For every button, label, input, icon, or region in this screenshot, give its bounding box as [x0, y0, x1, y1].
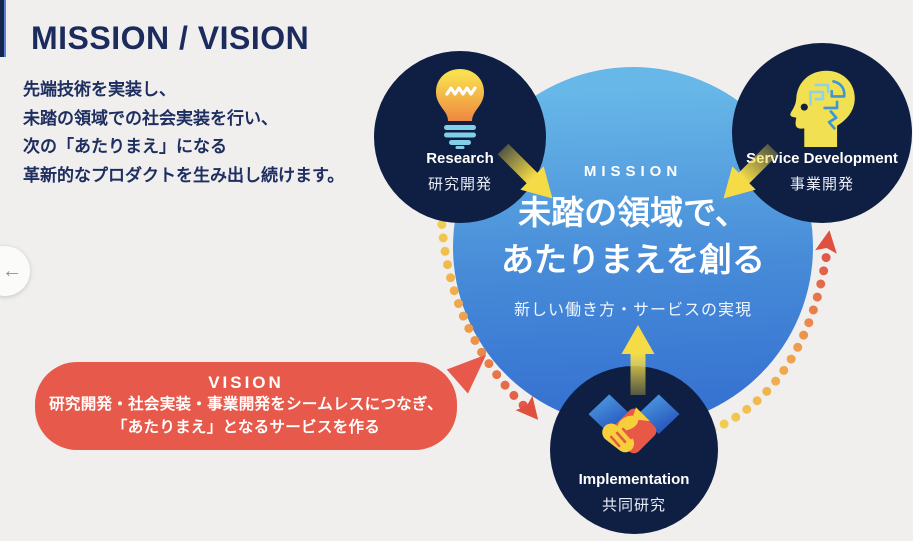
node-research-label: Research — [426, 150, 494, 167]
mission-headline-line2: あたりまえを創る — [501, 241, 765, 278]
vision-label: VISION — [208, 373, 284, 392]
node-research-sublabel: 研究開発 — [427, 176, 492, 193]
node-service-development-label: Service Development — [746, 150, 898, 167]
handshake-icon — [588, 394, 680, 454]
node-research: Research 研究開発 — [374, 51, 546, 223]
intro-line: 未踏の領域での社会実装を行い、 — [23, 108, 278, 128]
intro-text: 先端技術を実装し、 未踏の領域での社会実装を行い、 次の「あたりまえ」になる 革… — [23, 76, 344, 190]
node-implementation-label: Implementation — [578, 471, 690, 488]
node-implementation-sublabel: 共同研究 — [601, 497, 666, 514]
vision-line: 研究開発・社会実装・事業開発をシームレスにつなぎ、 — [49, 396, 443, 413]
vision-line: 「あたりまえ」となるサービスを作る — [111, 419, 381, 436]
intro-line: 革新的なプロダクトを生み出し続けます。 — [23, 165, 345, 185]
prev-slide-button[interactable]: ← — [0, 246, 30, 296]
flow-arrowhead-to-service — [815, 230, 837, 254]
mission-headline-line1: 未踏の領域で、 — [518, 194, 748, 231]
page-title: MISSION / VISION — [31, 20, 310, 56]
slide-edge-accent — [0, 0, 6, 57]
intro-line: 先端技術を実装し、 — [23, 80, 176, 99]
intro-line: 次の「あたりまえ」になる — [23, 137, 227, 156]
vision-bubble: VISION 研究開発・社会実装・事業開発をシームレスにつなぎ、 「あたりまえ」… — [35, 362, 457, 450]
node-service-development-sublabel: 事業開発 — [789, 176, 854, 193]
mission-label: MISSION — [583, 163, 683, 180]
mission-subline: 新しい働き方・サービスの実現 — [513, 302, 752, 319]
node-implementation: Implementation 共同研究 — [550, 366, 718, 534]
head-brain-icon — [790, 70, 855, 147]
node-service-development: Service Development 事業開発 — [732, 43, 912, 223]
left-arrow-icon: ← — [2, 260, 22, 282]
lightbulb-icon — [436, 69, 484, 149]
